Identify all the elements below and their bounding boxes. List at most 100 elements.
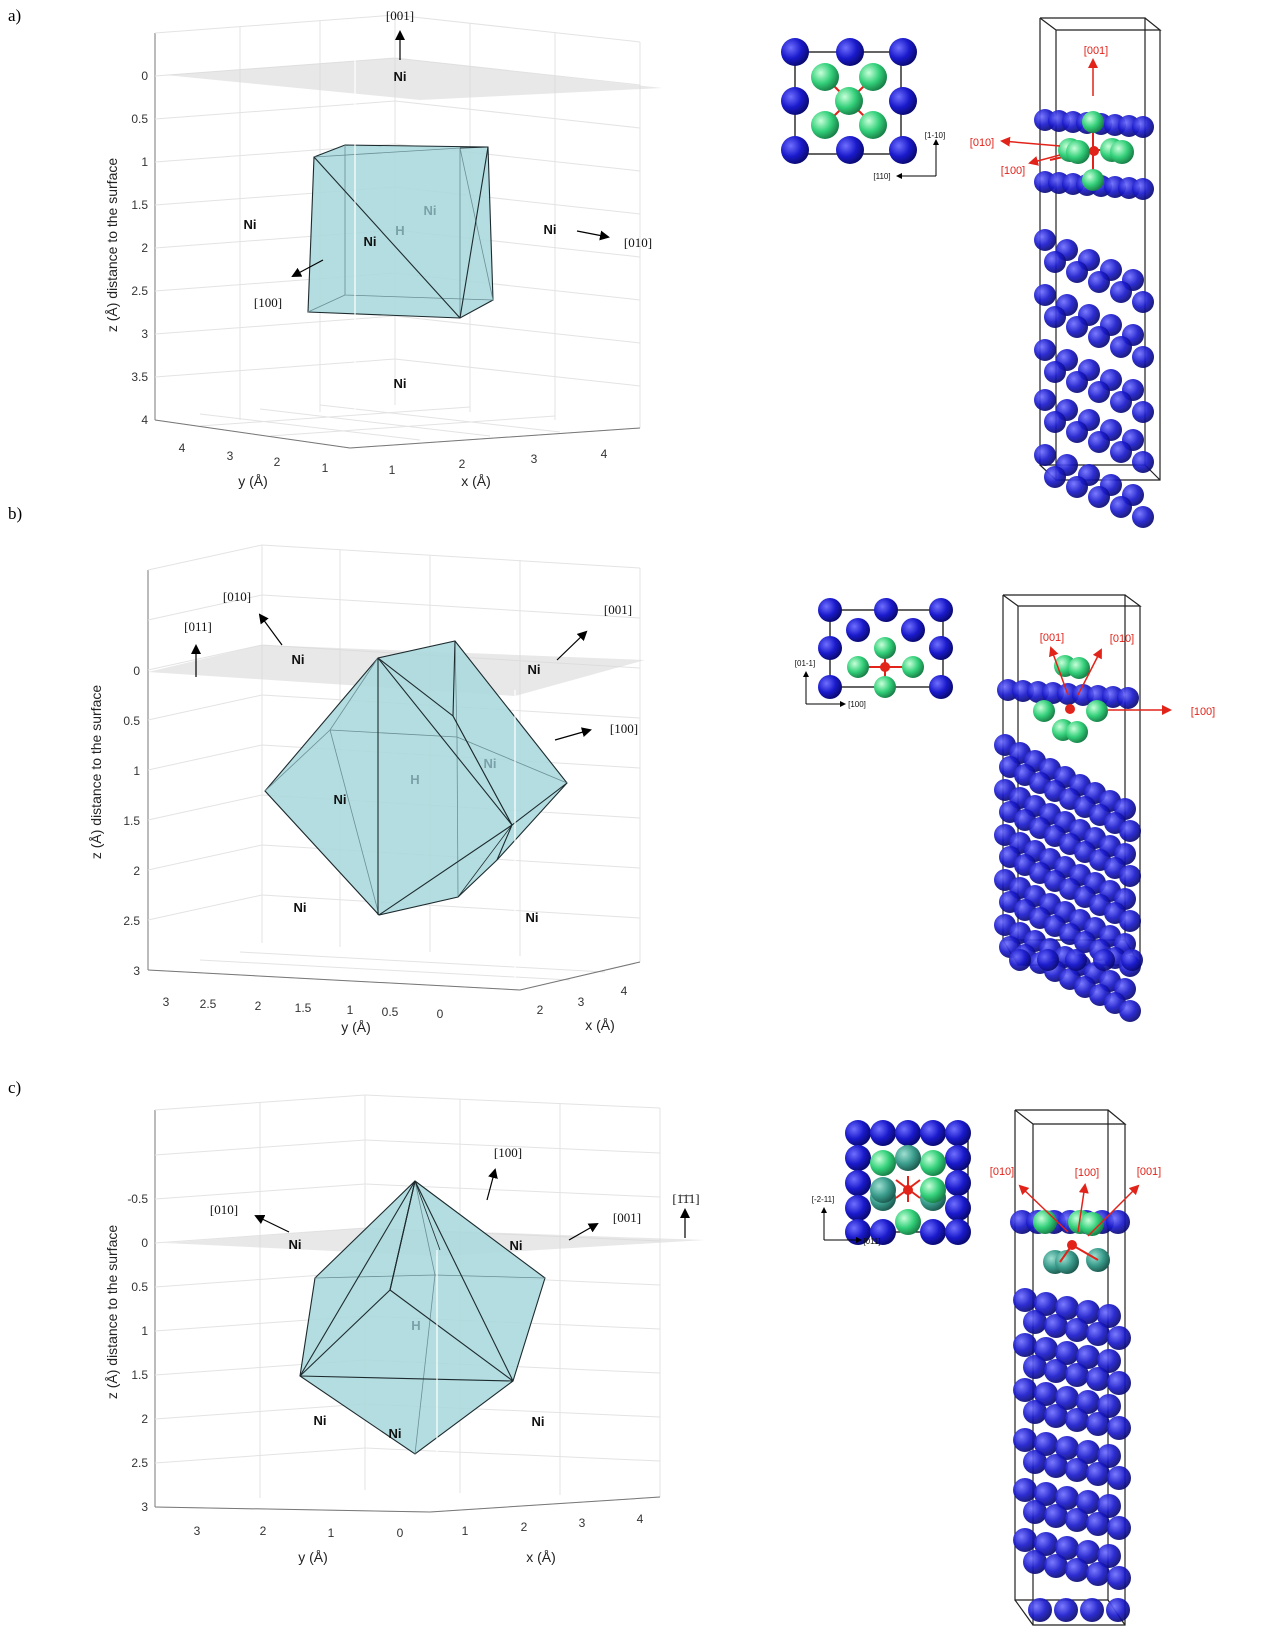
ni-atom bbox=[1132, 116, 1154, 138]
z-axis-label: z (Å) distance to the surface bbox=[104, 1225, 120, 1400]
ni-atom bbox=[1093, 949, 1115, 971]
ni-atom bbox=[1088, 486, 1110, 508]
z-tick: 0.5 bbox=[131, 1280, 148, 1294]
atom-label: Ni bbox=[294, 900, 307, 915]
y-tick: 1.5 bbox=[295, 1001, 312, 1015]
ni-atom bbox=[1034, 1337, 1058, 1361]
x-axis-label: x (Å) bbox=[526, 1549, 556, 1565]
y-tick: 1 bbox=[328, 1526, 335, 1540]
ni-atom bbox=[1097, 1544, 1121, 1568]
ni-atom bbox=[1088, 271, 1110, 293]
z-axis-label: z (Å) distance to the surface bbox=[104, 158, 120, 333]
ni-atom bbox=[1054, 1598, 1078, 1622]
ni-atom bbox=[1119, 865, 1141, 887]
ni-atom bbox=[1044, 251, 1066, 273]
ni-atom bbox=[1055, 1296, 1079, 1320]
ni-atom bbox=[1121, 949, 1143, 971]
y-axis-label: y (Å) bbox=[238, 473, 268, 489]
ni-atom bbox=[1066, 421, 1088, 443]
ni-atom bbox=[1110, 441, 1132, 463]
panel-a-plot: 0 0.5 1 1.5 2 2.5 3 3.5 4 z (Å) distance… bbox=[104, 8, 662, 489]
ni-atom bbox=[1044, 466, 1066, 488]
ni-atom bbox=[1013, 1333, 1037, 1357]
hydrogen-label: H bbox=[411, 1318, 420, 1333]
x-tick: 2 bbox=[521, 1520, 528, 1534]
z-tick: 1 bbox=[141, 155, 148, 169]
z-tick: 2.5 bbox=[123, 914, 140, 928]
ni-atom bbox=[1013, 1428, 1037, 1452]
ni-atom bbox=[1132, 178, 1154, 200]
direction-label: [001] bbox=[604, 602, 632, 617]
ni-atom bbox=[1065, 1363, 1089, 1387]
ni-atom bbox=[1028, 1598, 1052, 1622]
direction-label: [010] bbox=[223, 589, 251, 604]
ni-atom bbox=[1037, 949, 1059, 971]
polyhedron bbox=[307, 60, 494, 412]
atom-label: Ni bbox=[528, 662, 541, 677]
panel-b-plot: 0 0.5 1 1.5 2 2.5 3 z (Å) distance to th… bbox=[88, 544, 645, 1035]
ni-atom bbox=[1044, 411, 1066, 433]
z-tick: 0 bbox=[141, 1236, 148, 1250]
ni-atom bbox=[1065, 1508, 1089, 1532]
ni-atom bbox=[1034, 1482, 1058, 1506]
panel-c-plot: -0.5 0 0.5 1 1.5 2 2.5 3 z (Å) distance … bbox=[104, 1094, 705, 1565]
direction-label: [100] bbox=[254, 295, 282, 310]
ni-atom bbox=[1065, 1458, 1089, 1482]
atom-label: Ni bbox=[532, 1414, 545, 1429]
ni-atom bbox=[1076, 1390, 1100, 1414]
z-tick: 2 bbox=[141, 241, 148, 255]
ni-atom bbox=[1107, 1566, 1131, 1590]
ni-atom bbox=[1044, 1404, 1068, 1428]
direction-label: [100] bbox=[494, 1145, 522, 1160]
ni-atom bbox=[1009, 949, 1031, 971]
ni-atom bbox=[1107, 1326, 1131, 1350]
ni-atom bbox=[1076, 1540, 1100, 1564]
ni-atom bbox=[1066, 476, 1088, 498]
ni-atom bbox=[1034, 1432, 1058, 1456]
ni-atom bbox=[1023, 1400, 1047, 1424]
ni-atom bbox=[1076, 1440, 1100, 1464]
slab-direction: [010] bbox=[990, 1166, 1014, 1178]
z-tick: 3.5 bbox=[131, 370, 148, 384]
atom-label: Ni bbox=[364, 234, 377, 249]
ni-atom bbox=[1088, 431, 1110, 453]
ni-atom bbox=[1119, 820, 1141, 842]
ni-atom bbox=[1097, 1349, 1121, 1373]
ni-atom bbox=[1132, 506, 1154, 528]
z-tick: 2 bbox=[141, 1412, 148, 1426]
ni-atom bbox=[1107, 1466, 1131, 1490]
x-tick: 2 bbox=[459, 457, 466, 471]
ni-atom bbox=[1023, 1310, 1047, 1334]
hydrogen-label: H bbox=[410, 772, 419, 787]
y-axis-label: y (Å) bbox=[341, 1019, 371, 1035]
direction-label: [001] bbox=[386, 8, 414, 23]
x-tick: 4 bbox=[637, 1512, 644, 1526]
x-axis-label: x (Å) bbox=[585, 1017, 615, 1033]
slab-direction: [001] bbox=[1137, 1166, 1161, 1178]
ni-atom bbox=[1132, 291, 1154, 313]
ni-atom bbox=[1086, 1462, 1110, 1486]
ni-atom bbox=[1106, 1210, 1130, 1234]
slab-direction: [010] bbox=[970, 137, 994, 149]
ni-atom bbox=[1034, 1382, 1058, 1406]
panel-b-slab: [001] [010] [100] bbox=[994, 594, 1215, 1022]
z-tick: 2.5 bbox=[131, 1456, 148, 1470]
z-axis-label: z (Å) distance to the surface bbox=[88, 685, 104, 860]
y-tick: 3 bbox=[163, 995, 170, 1009]
z-tick: 3 bbox=[141, 327, 148, 341]
ni-atom bbox=[1023, 1450, 1047, 1474]
y-tick: 3 bbox=[227, 449, 234, 463]
ni-atom bbox=[1119, 910, 1141, 932]
y-tick: 0.5 bbox=[382, 1005, 399, 1019]
x-tick: 2 bbox=[537, 1003, 544, 1017]
ni-atom bbox=[1066, 261, 1088, 283]
direction-label: [001] bbox=[613, 1210, 641, 1225]
ni-atom bbox=[1076, 1490, 1100, 1514]
z-tick: 0 bbox=[133, 664, 140, 678]
y-tick: 2 bbox=[274, 455, 281, 469]
y-tick: 1 bbox=[322, 461, 329, 475]
atom-label: Ni bbox=[544, 222, 557, 237]
panel-b-letter: b) bbox=[8, 504, 23, 523]
ni-atom bbox=[1013, 1478, 1037, 1502]
z-tick: 2 bbox=[133, 864, 140, 878]
